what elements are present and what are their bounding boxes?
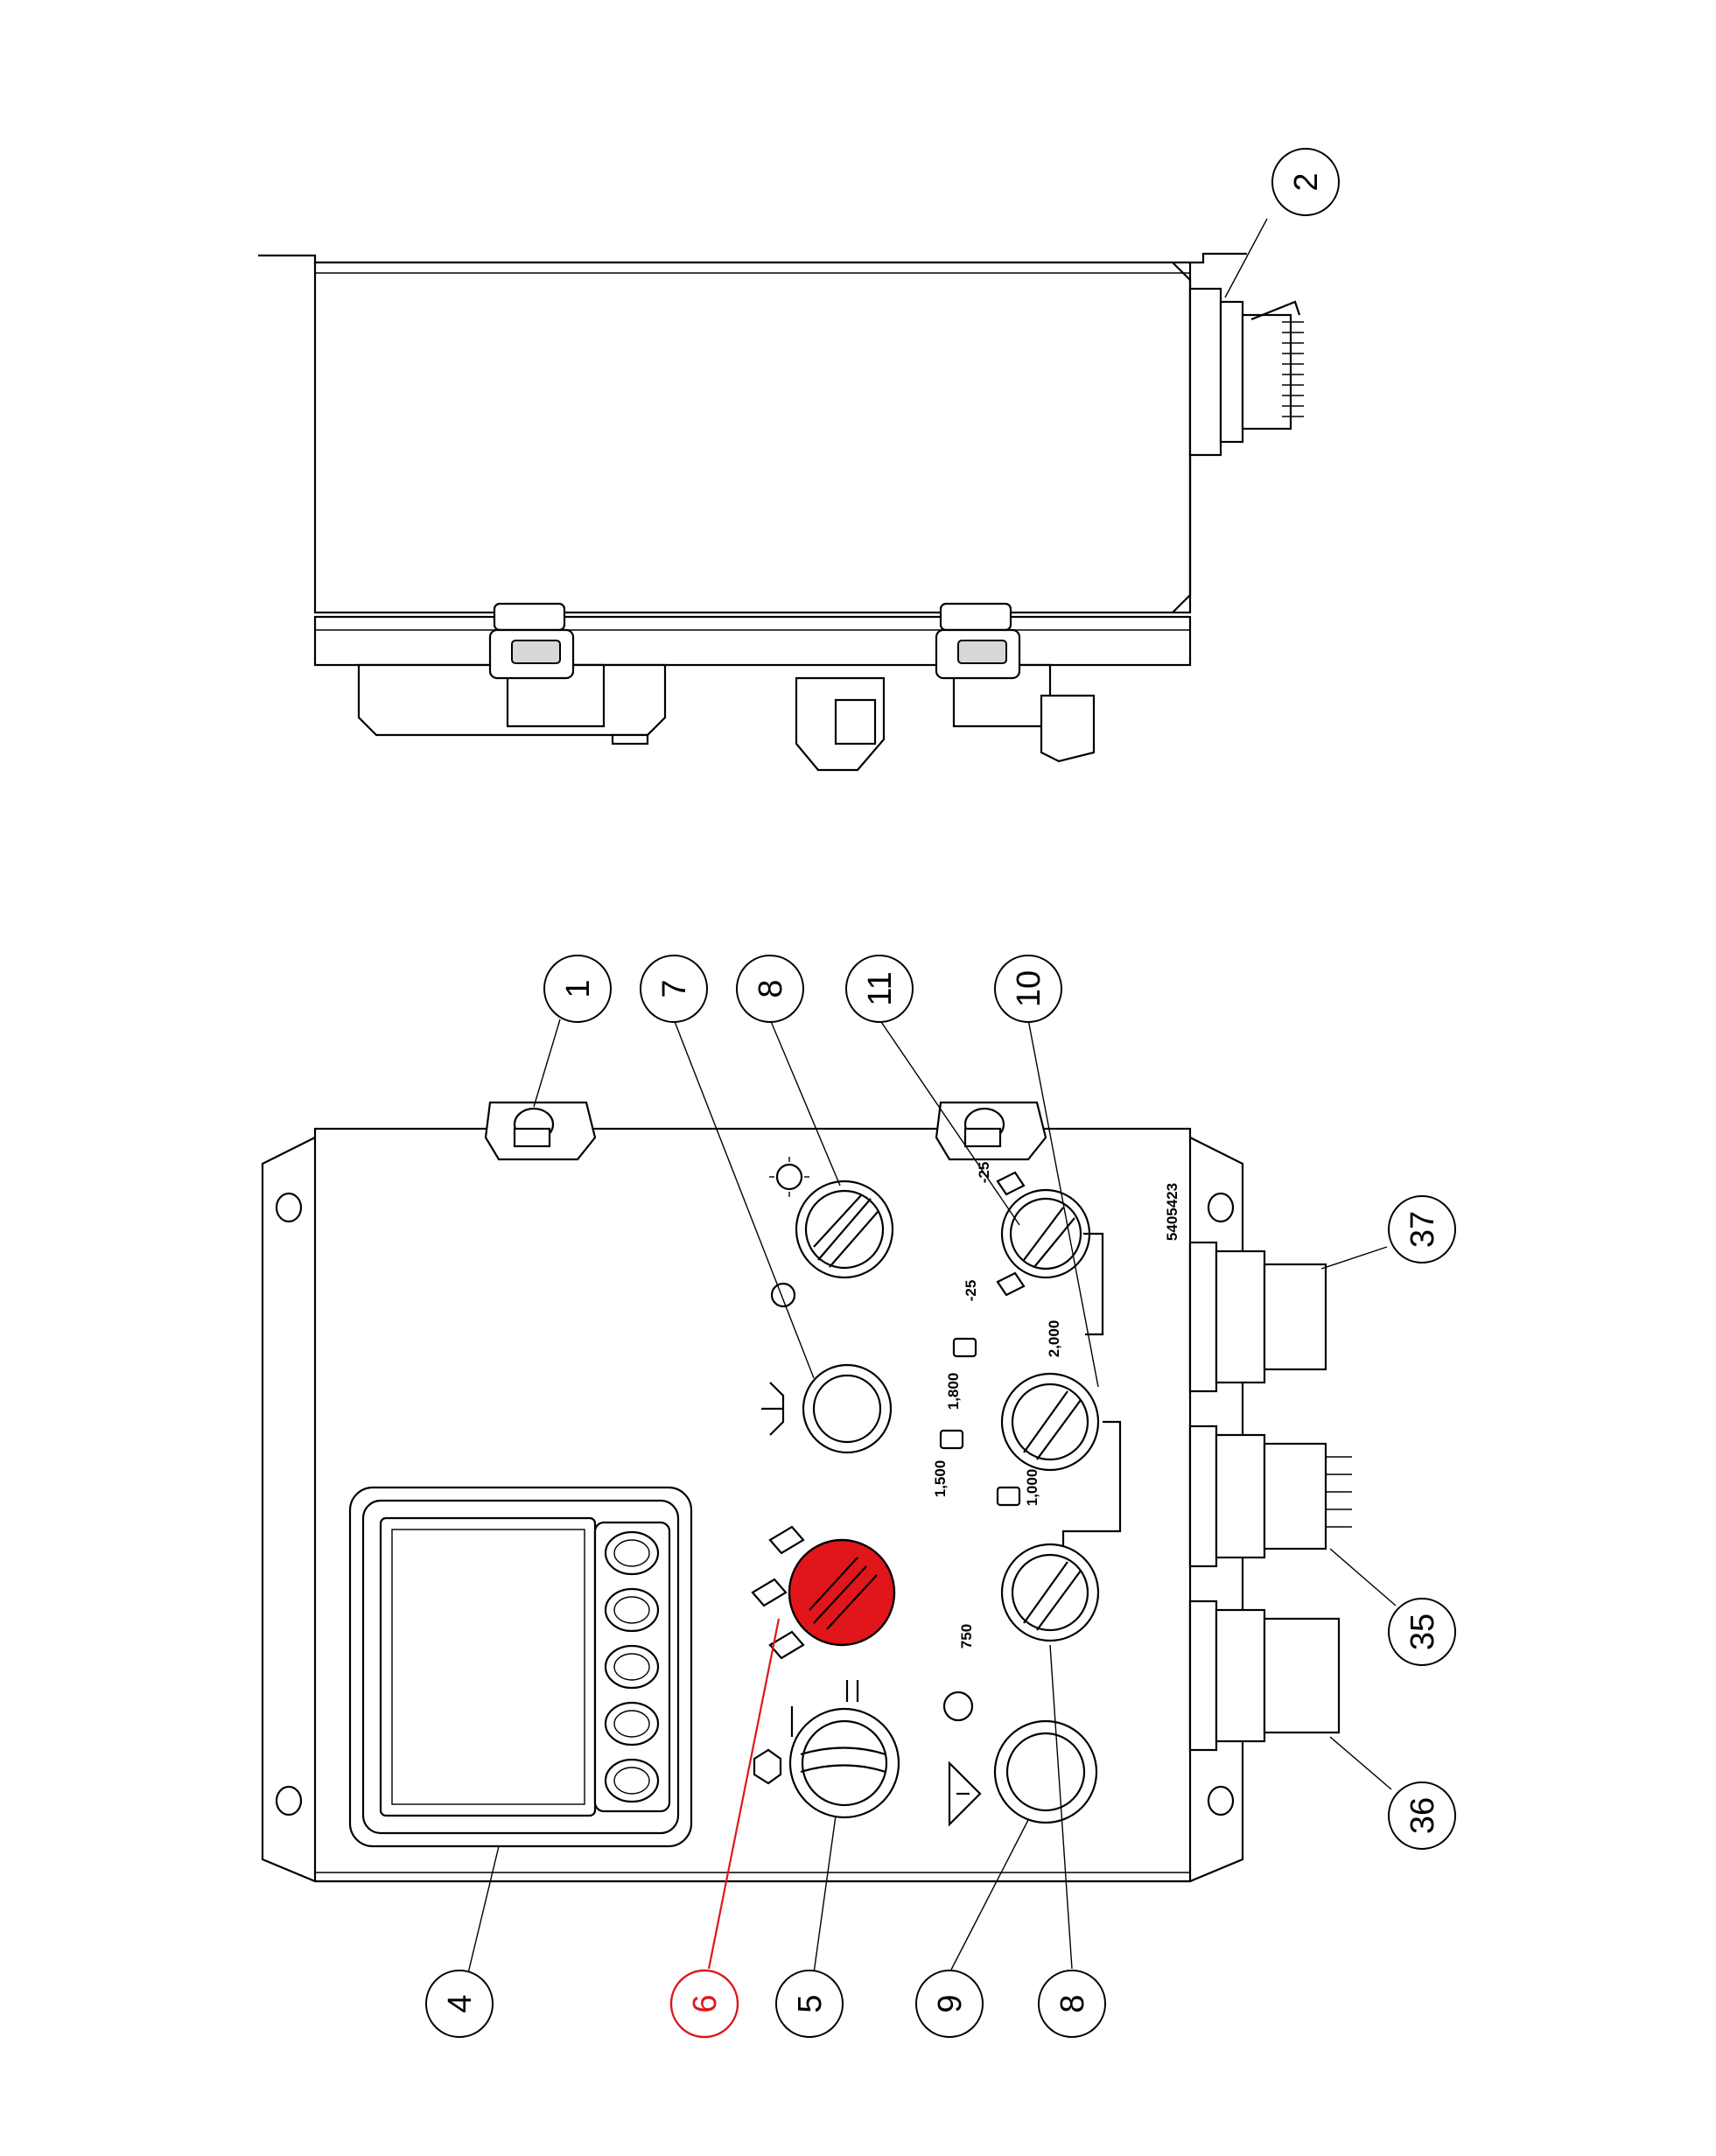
connector-35 <box>1188 1424 1352 1568</box>
callout-35: 35 <box>1388 1598 1456 1666</box>
callout-10: 10 <box>994 955 1062 1023</box>
knob-light <box>769 1157 894 1308</box>
callout-36: 36 <box>1388 1782 1456 1850</box>
part-number-label: 5405423 <box>1164 1183 1180 1241</box>
display-buttons <box>604 1530 660 1803</box>
svg-text:7: 7 <box>656 979 693 998</box>
callout-2: 2 <box>1271 148 1340 216</box>
leader-lines <box>467 218 1397 1974</box>
callout-11: 11 <box>845 955 914 1023</box>
label-rpm-2000: 2,000 <box>1046 1320 1062 1358</box>
svg-text:2: 2 <box>1288 172 1325 191</box>
label-rpm-1000: 1,000 <box>1024 1469 1040 1507</box>
front-view-enclosure <box>261 1101 1352 1883</box>
svg-text:6: 6 <box>687 1994 724 2012</box>
switch-highlighted <box>751 1525 896 1660</box>
knob-rpm-select <box>939 1337 1122 1549</box>
callout-6: 6 <box>669 1969 739 2039</box>
svg-text:35: 35 <box>1404 1614 1441 1650</box>
svg-text:9: 9 <box>932 1994 969 2012</box>
svg-text:1: 1 <box>560 979 597 998</box>
connector-36 <box>1188 1600 1341 1752</box>
callout-37: 37 <box>1388 1195 1456 1264</box>
button-horn <box>761 1363 893 1454</box>
callout-7: 7 <box>640 955 708 1023</box>
latch-front-left <box>484 1101 597 1161</box>
button-warning <box>942 1690 1098 1827</box>
callout-4: 4 <box>425 1970 494 2038</box>
knob-rpm-adjust <box>996 1171 1104 1336</box>
connector-side <box>1188 287 1304 457</box>
svg-text:5: 5 <box>792 1994 829 2012</box>
callout-9: 9 <box>915 1970 984 2038</box>
knob-idle <box>1000 1543 1100 1642</box>
label-rpm-1800: 1,800 <box>945 1373 962 1410</box>
latch-side-left <box>488 602 575 680</box>
switch-mode <box>753 1680 900 1819</box>
svg-text:36: 36 <box>1404 1797 1441 1834</box>
svg-text:8: 8 <box>1054 1994 1091 2012</box>
svg-text:37: 37 <box>1404 1211 1441 1248</box>
label-rpm-750: 750 <box>958 1624 975 1648</box>
latch-side-right <box>935 602 1021 680</box>
callout-5: 5 <box>775 1970 844 2038</box>
connector-37 <box>1188 1241 1327 1393</box>
svg-text:8: 8 <box>753 979 789 998</box>
latch-front-right <box>935 1101 1047 1161</box>
side-view-enclosure <box>258 252 1304 772</box>
label-rpm-1500: 1,500 <box>932 1460 949 1498</box>
callouts: 2 1 7 8 11 10 37 35 36 4 6 5 9 8 <box>425 148 1456 2039</box>
callout-8-bottom: 8 <box>1038 1970 1106 2038</box>
svg-text:11: 11 <box>862 971 899 1005</box>
svg-text:4: 4 <box>442 1994 479 2012</box>
callout-1: 1 <box>543 955 612 1023</box>
svg-text:10: 10 <box>1011 970 1047 1007</box>
display-module <box>348 1486 693 1848</box>
label-rpm-pos25: -25 <box>963 1280 979 1302</box>
callout-8-top: 8 <box>736 955 804 1023</box>
